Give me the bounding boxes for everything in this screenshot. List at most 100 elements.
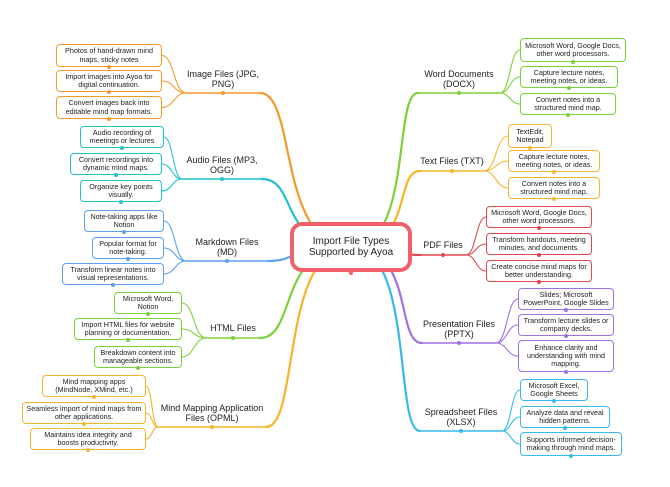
image-leaf-connector-1 xyxy=(161,80,187,94)
markdown-branch-dot xyxy=(225,259,229,263)
pptx-leaf-connector-2 xyxy=(495,342,519,357)
pdf-branch-dot xyxy=(441,253,445,257)
pdf-leaf-connector-1 xyxy=(465,243,487,256)
leaf-pptx-enhance[interactable]: Enhance clarity and understanding with m… xyxy=(518,340,614,372)
markdown-leaf-dot-0 xyxy=(122,230,126,234)
audio-leaf-connector-1 xyxy=(161,163,183,180)
pptx-leaf-dot-0 xyxy=(564,308,568,312)
xlsx-leaf-connector-2 xyxy=(501,430,521,445)
central-topic[interactable]: Import File Types Supported by Ayoa xyxy=(290,222,412,272)
audio-leaf-dot-2 xyxy=(119,200,123,204)
docx-leaf-connector-2 xyxy=(499,92,521,105)
leaf-pptx-apps[interactable]: Slides; Microsoft PowerPoint, Google Sli… xyxy=(518,288,614,310)
branch-presentation-files[interactable]: Presentation Files (PPTX) xyxy=(422,318,496,339)
docx-leaf-connector-1 xyxy=(499,76,521,94)
xlsx-trunk-line xyxy=(349,245,422,433)
xlsx-leaf-connector-0 xyxy=(501,389,521,432)
leaf-pptx-transform[interactable]: Transform lecture slides or company deck… xyxy=(518,314,614,336)
markdown-leaf-connector-0 xyxy=(163,220,187,262)
txt-branch-dot xyxy=(450,169,454,173)
xlsx-leaf-connector-1 xyxy=(501,416,521,432)
branch-image-files[interactable]: Image Files (JPG, PNG) xyxy=(186,68,260,89)
leaf-markdown-transform[interactable]: Transform linear notes into visual repre… xyxy=(62,263,164,285)
markdown-leaf-dot-2 xyxy=(111,283,115,287)
leaf-opml-integrity[interactable]: Maintains idea integrity and boosts prod… xyxy=(30,428,146,450)
html-leaf-dot-1 xyxy=(126,338,130,342)
opml-leaf-connector-0 xyxy=(145,385,159,428)
txt-leaf-connector-2 xyxy=(483,170,509,189)
docx-branch-dot xyxy=(457,91,461,95)
xlsx-leaf-dot-1 xyxy=(563,426,567,430)
leaf-txt-convert[interactable]: Convert notes into a structured mind map… xyxy=(508,177,600,199)
leaf-docx-capture[interactable]: Capture lecture notes, meeting notes, or… xyxy=(520,66,618,88)
branch-audio-files[interactable]: Audio Files (MP3, OGG) xyxy=(186,154,258,175)
audio-branch-dot xyxy=(220,177,224,181)
markdown-leaf-connector-1 xyxy=(163,247,187,262)
txt-leaf-connector-0 xyxy=(483,135,509,172)
leaf-txt-capture[interactable]: Capture lecture notes, meeting notes, or… xyxy=(508,150,600,172)
image-leaf-connector-0 xyxy=(161,54,187,94)
docx-leaf-dot-1 xyxy=(567,86,571,90)
pptx-branch-dot xyxy=(457,341,461,345)
xlsx-leaf-dot-2 xyxy=(569,454,573,458)
txt-leaf-connector-1 xyxy=(483,160,509,172)
image-leaf-dot-1 xyxy=(107,90,111,94)
pdf-leaf-dot-1 xyxy=(537,253,541,257)
pdf-leaf-dot-0 xyxy=(537,226,541,230)
audio-leaf-connector-0 xyxy=(163,136,183,180)
leaf-xlsx-analyze[interactable]: Analyze data and reveal hidden patterns. xyxy=(520,406,610,428)
leaf-html-breakdown[interactable]: Breakdown content into manageable sectio… xyxy=(94,346,182,368)
image-leaf-dot-2 xyxy=(107,117,111,121)
opml-leaf-connector-1 xyxy=(145,412,159,428)
html-branch-dot xyxy=(231,336,235,340)
branch-opml-files[interactable]: Mind Mapping Application Files (OPML) xyxy=(160,402,264,423)
branch-spreadsheet-files[interactable]: Spreadsheet Files (XLSX) xyxy=(424,406,498,427)
leaf-audio-convert[interactable]: Convert recordings into dynamic mind map… xyxy=(70,153,162,175)
leaf-html-apps[interactable]: Microsoft Word, Notion xyxy=(114,292,182,314)
leaf-markdown-apps[interactable]: Note-taking apps like Notion xyxy=(84,210,164,232)
image-leaf-connector-2 xyxy=(161,92,187,109)
branch-html-files[interactable]: HTML Files xyxy=(210,322,256,333)
leaf-image-convert[interactable]: Convert images back into editable mind m… xyxy=(56,96,162,119)
pdf-leaf-connector-2 xyxy=(465,254,487,272)
leaf-audio-recording[interactable]: Audio recording of meetings or lectures xyxy=(80,126,164,148)
leaf-pdf-create[interactable]: Create concise mind maps for better unde… xyxy=(486,260,592,282)
html-leaf-dot-2 xyxy=(136,366,140,370)
branch-pdf-files[interactable]: PDF Files xyxy=(423,239,463,250)
txt-leaf-dot-2 xyxy=(552,197,556,201)
leaf-pdf-transform[interactable]: Transform handouts, meeting minutes, and… xyxy=(486,233,592,255)
docx-leaf-dot-2 xyxy=(566,113,570,117)
branch-text-files[interactable]: Text Files (TXT) xyxy=(420,155,484,166)
leaf-html-import[interactable]: Import HTML files for website planning o… xyxy=(74,318,182,340)
opml-leaf-dot-2 xyxy=(86,448,90,452)
leaf-opml-apps[interactable]: Mind mapping apps (MindNode, XMind, etc.… xyxy=(42,375,146,397)
opml-trunk-line xyxy=(264,245,353,429)
opml-branch-dot xyxy=(210,425,214,429)
branch-word-documents[interactable]: Word Documents (DOCX) xyxy=(424,68,494,89)
markdown-leaf-connector-2 xyxy=(163,260,187,275)
html-leaf-dot-0 xyxy=(146,312,150,316)
docx-leaf-dot-0 xyxy=(571,60,575,64)
leaf-docx-apps[interactable]: Microsoft Word, Google Docs, other word … xyxy=(520,38,626,62)
pdf-leaf-connector-0 xyxy=(465,216,487,256)
leaf-xlsx-decisions[interactable]: Supports informed decision-making throug… xyxy=(520,432,622,456)
leaf-image-import[interactable]: Import images into Ayoa for digital cont… xyxy=(56,70,162,92)
branch-markdown-files[interactable]: Markdown Files (MD) xyxy=(195,236,259,257)
leaf-audio-organize[interactable]: Organize key points visually. xyxy=(80,180,162,202)
leaf-xlsx-apps[interactable]: Microsoft Excel, Google Sheets xyxy=(520,379,588,401)
leaf-pdf-apps[interactable]: Microsoft Word, Google Docs, other word … xyxy=(486,206,592,228)
leaf-opml-import[interactable]: Seamless import of mind maps from other … xyxy=(22,402,146,424)
leaf-txt-apps[interactable]: TextEdit, Notepad xyxy=(508,124,552,148)
pptx-leaf-dot-2 xyxy=(564,370,568,374)
leaf-docx-convert[interactable]: Convert notes into a structured mind map… xyxy=(520,93,616,115)
pptx-leaf-connector-1 xyxy=(495,324,519,344)
txt-leaf-dot-1 xyxy=(552,170,556,174)
audio-leaf-connector-2 xyxy=(161,178,183,192)
txt-leaf-dot-0 xyxy=(528,146,532,150)
pptx-leaf-connector-0 xyxy=(495,298,519,344)
leaf-markdown-popular[interactable]: Popular format for note-taking. xyxy=(92,237,164,259)
xlsx-branch-dot xyxy=(459,429,463,433)
opml-leaf-connector-2 xyxy=(145,426,159,440)
leaf-image-hand-drawn-photos[interactable]: Photos of hand-drawn mind maps, sticky n… xyxy=(56,44,162,67)
